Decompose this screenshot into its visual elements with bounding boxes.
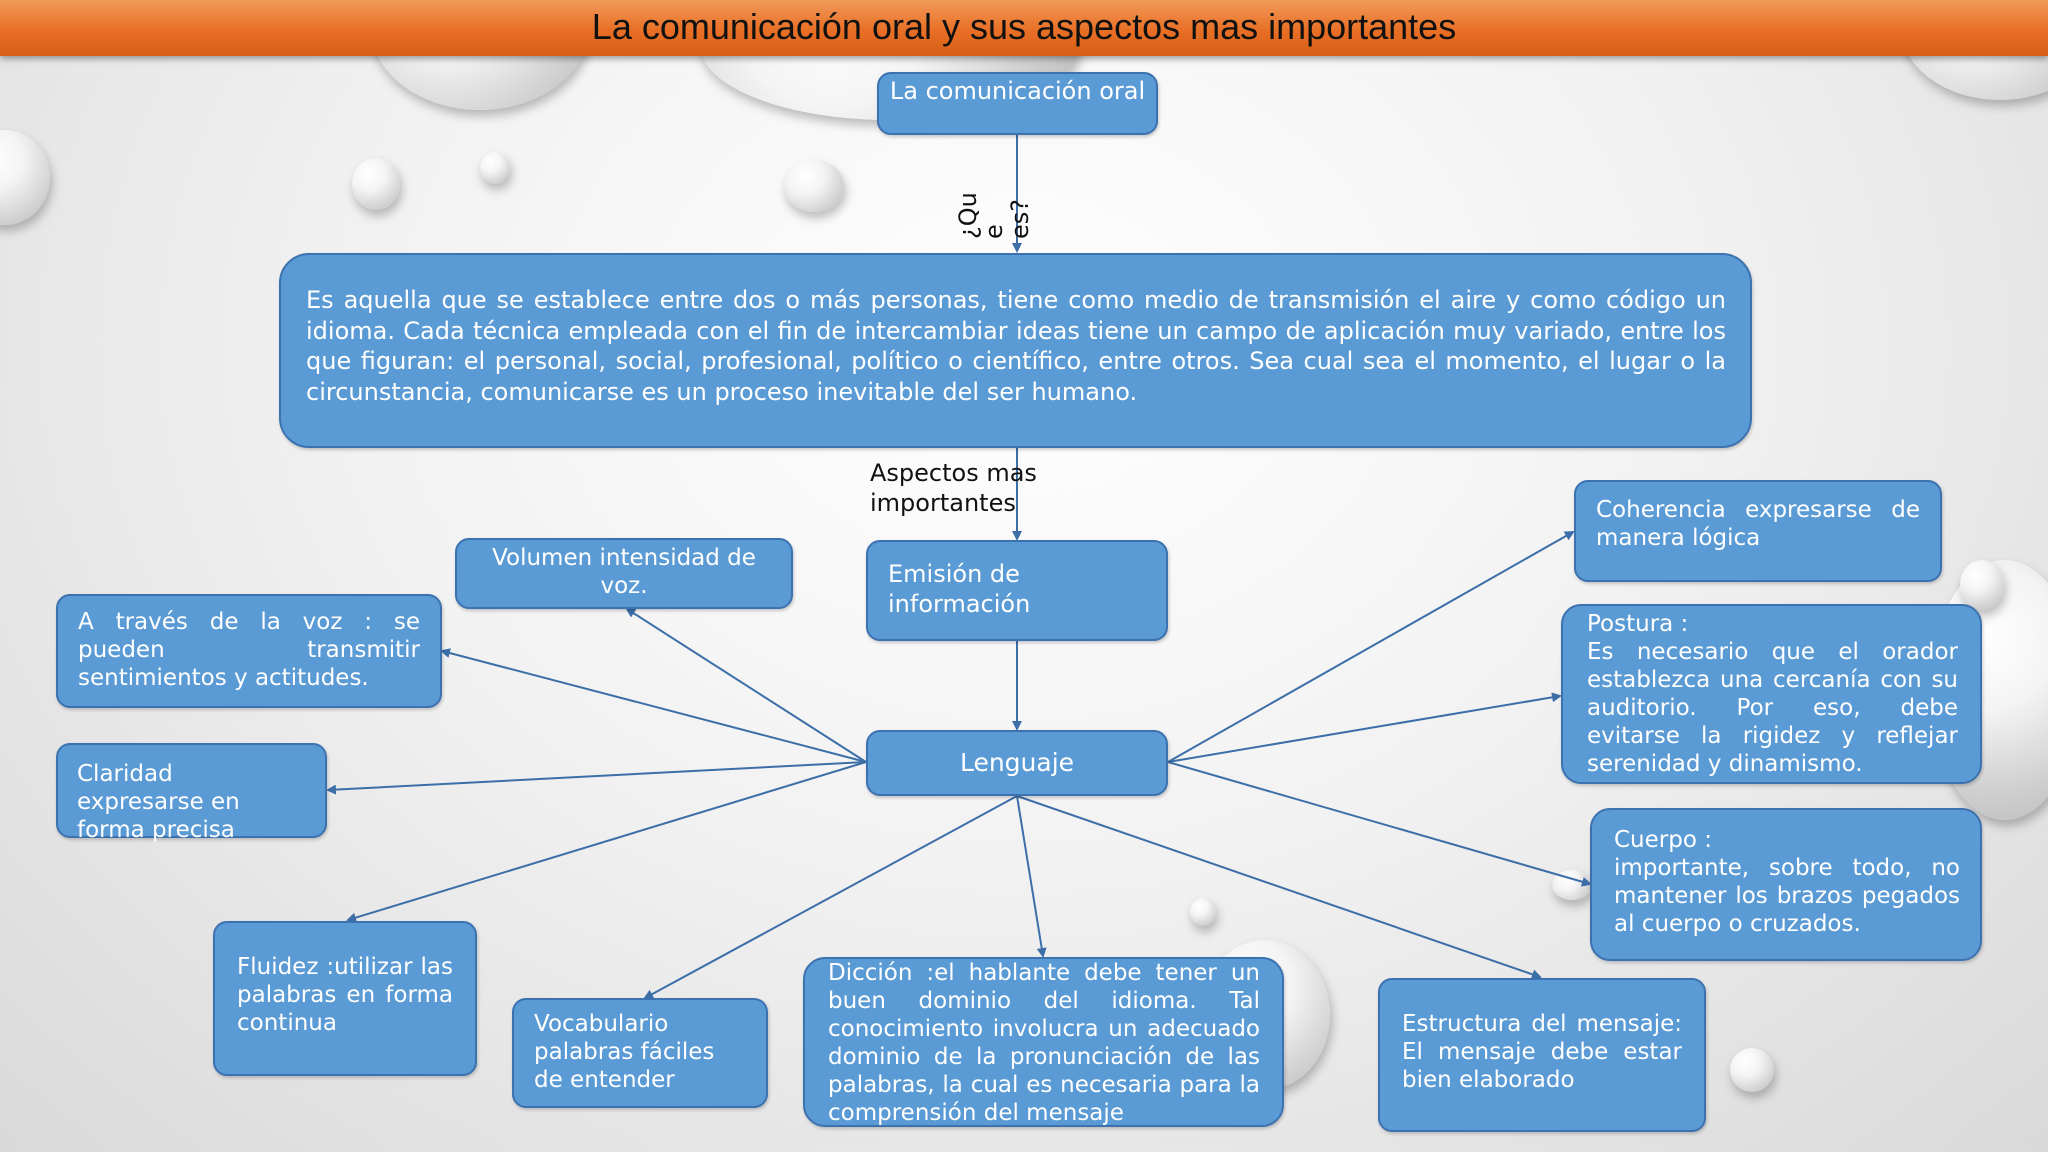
edge-lenguaje-postura [1167,692,1562,763]
node-vocabulario: Vocabulario palabras fáciles de entender [512,998,768,1108]
edge-label-aspectos: Aspectos mas importantes [870,459,1037,517]
edge-lenguaje-fluidez [346,761,867,923]
edge-lenguaje-estructura [1016,795,1542,980]
title-bar: La comunicación oral y sus aspectos mas … [0,0,2048,56]
water-drop-decoration [1730,1048,1774,1092]
node-root: La comunicación oral [877,72,1158,135]
water-drop-decoration [784,160,844,212]
page-title: La comunicación oral y sus aspectos mas … [591,6,1457,47]
postura-body: Es necesario que el orador establezca un… [1587,639,1958,777]
node-voz: A través de la voz : se pueden transmiti… [56,594,442,708]
node-claridad: Claridad expresarse en forma precisa [56,743,327,843]
node-cuerpo: Cuerpo : importante, sobre todo, no mant… [1590,808,1982,961]
node-coherencia: Coherencia expresarse de manera lógica [1574,480,1942,582]
edge-label-que-es: ¿Que es? [954,192,1034,239]
cuerpo-title: Cuerpo : [1614,827,1712,853]
edge-lenguaje-voz [440,648,867,763]
water-drop-decoration [1190,898,1216,926]
node-emision: Emisión de información [866,540,1168,641]
node-estructura: Estructura del mensaje: El mensaje debe … [1378,978,1706,1132]
edge-lenguaje-coherencia [1167,531,1575,763]
water-drop-decoration [1960,560,2004,610]
node-volumen: Volumen intensidad de voz. [455,538,793,609]
water-drop-decoration [480,152,510,184]
edge-lenguaje-claridad [326,761,867,795]
water-drop-decoration [352,158,400,210]
node-lenguaje: Lenguaje [866,730,1168,796]
edge-lenguaje-cuerpo [1167,761,1592,887]
edge-lenguaje-diccion [1016,795,1047,958]
node-fluidez: Fluidez :utilizar las palabras en forma … [213,921,477,1076]
node-diccion: Dicción :el hablante debe tener un buen … [803,957,1284,1127]
node-postura: Postura : Es necesario que el orador est… [1561,604,1982,784]
node-definition: Es aquella que se establece entre dos o … [279,253,1752,448]
edge-lenguaje-vocabulario [643,795,1018,999]
cuerpo-body: importante, sobre todo, no mantener los … [1614,855,1960,937]
postura-title: Postura : [1587,611,1689,637]
edge-lenguaje-volumen [625,607,867,763]
